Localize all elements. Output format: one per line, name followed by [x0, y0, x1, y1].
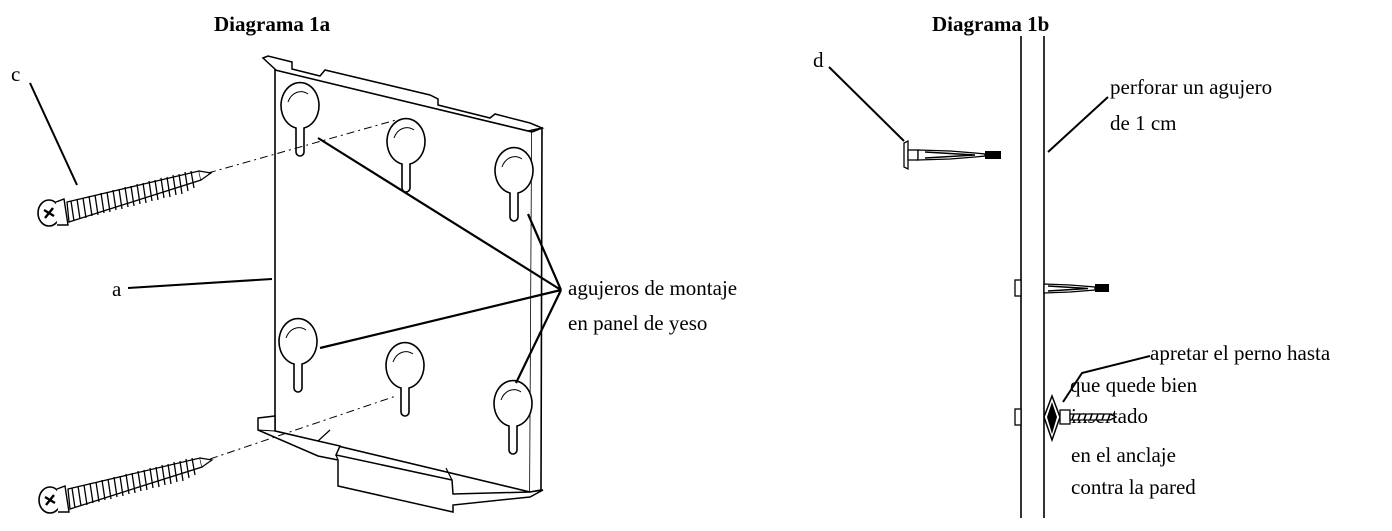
drill-label-line1: perforar un agujero — [1110, 75, 1273, 99]
anchor-expanded — [1014, 393, 1118, 443]
screw-bottom — [37, 456, 214, 515]
mounting-holes-label-line2: en panel de yeso — [568, 311, 708, 335]
label-d: d — [813, 48, 824, 72]
label-c: c — [11, 62, 21, 86]
mounting-plate — [257, 55, 545, 513]
diagram-1a-title: Diagrama 1a — [214, 12, 331, 36]
label-a: a — [112, 277, 122, 301]
drill-label-line2: de 1 cm — [1110, 111, 1177, 135]
anchor-inserted — [1014, 279, 1109, 297]
diagram-1b-title: Diagrama 1b — [932, 12, 1050, 36]
anchor-loose — [903, 139, 1001, 171]
mounting-holes-label-line1: agujeros de montaje — [568, 276, 738, 300]
screw-top — [36, 169, 213, 228]
tighten-label-line1: apretar el perno hasta — [1150, 341, 1331, 365]
tighten-label-line5: contra la pared — [1071, 475, 1196, 499]
wall-section — [1020, 36, 1045, 518]
tighten-label-line2: que quede bien — [1070, 373, 1198, 397]
tighten-label-line4: en el anclaje — [1071, 443, 1176, 467]
